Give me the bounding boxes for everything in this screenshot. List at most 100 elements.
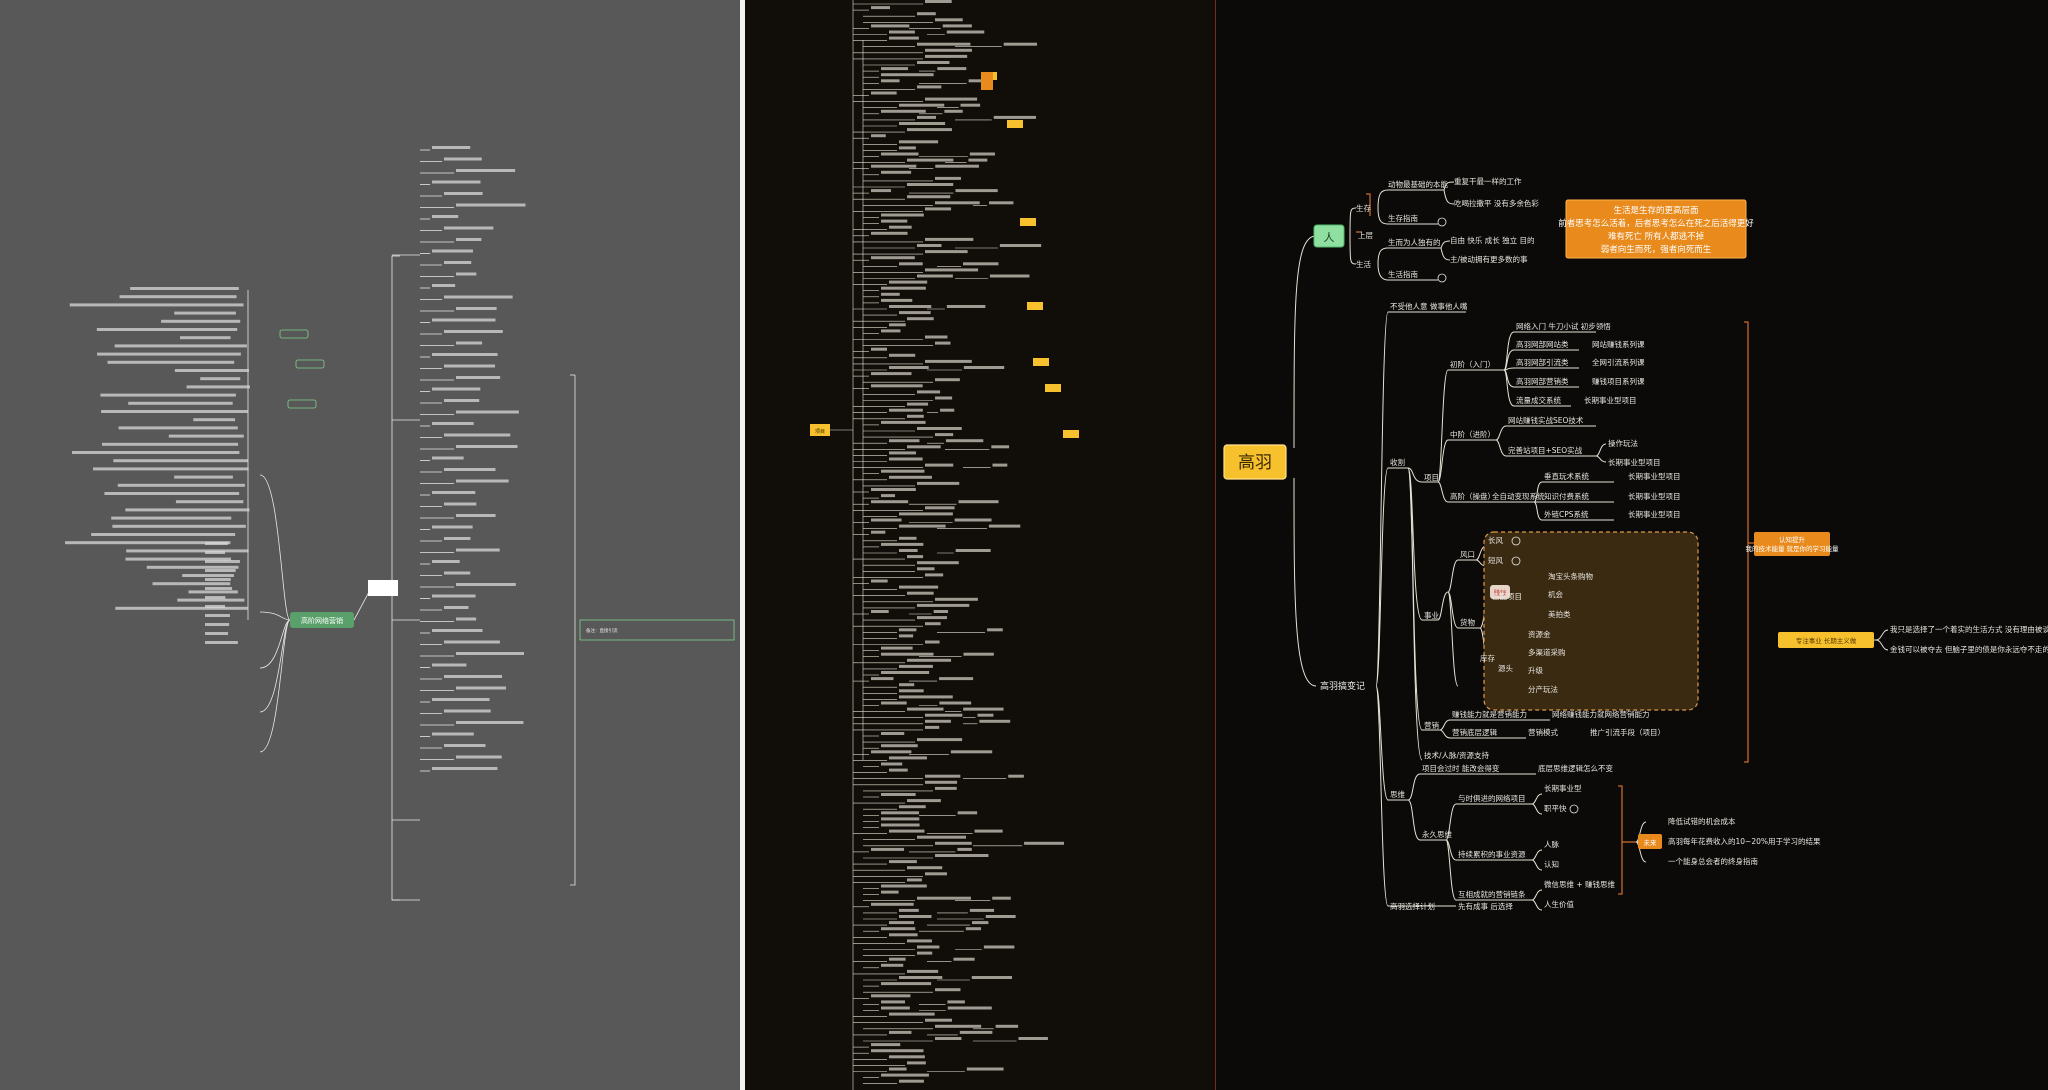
right-mindmap-panel[interactable]: 高羽 人 高羽搞变记 生存 上层 生活 动物最基础的本能 生存指南 重复干最一样… — [1216, 0, 2048, 1090]
mindmap-text-fragment — [950, 750, 993, 754]
mindmap-text-fragment — [881, 732, 905, 735]
plan-node: 高羽选择计划 — [1390, 901, 1435, 911]
future-item: 一个能身总会者的终身指南 — [1668, 856, 1758, 866]
yellow-right-line: 我只是选择了一个着实的生活方式 没有理由被谈 — [1890, 624, 2048, 634]
mindmap-text-fragment — [125, 508, 250, 512]
mindmap-text-fragment — [182, 574, 234, 577]
mindmap-text-fragment — [946, 30, 985, 34]
mindmap-text-fragment — [974, 829, 1003, 833]
mindmap-text-fragment — [205, 578, 231, 581]
mindmap-text-fragment — [881, 1073, 929, 1077]
green-tag — [287, 399, 317, 409]
mindmap-text-fragment — [917, 12, 936, 16]
mindmap-text-fragment — [456, 514, 496, 517]
yellow-left-box[interactable] — [1778, 632, 1874, 648]
mindmap-text-fragment — [114, 344, 247, 348]
mindmap-text-fragment — [205, 641, 238, 644]
mindmap-text-fragment — [899, 524, 946, 528]
mindmap-text-fragment — [899, 146, 916, 150]
stock-leaf: 多渠道采购 — [1528, 647, 1566, 657]
entry-item: 短风 — [1488, 555, 1504, 565]
mindmap-text-fragment — [881, 67, 909, 71]
mindmap-text-fragment — [955, 189, 998, 193]
mindmap-text-fragment — [925, 872, 947, 876]
mindmap-text-fragment — [871, 164, 917, 168]
middle-root-node[interactable] — [810, 424, 830, 436]
mindmap-text-fragment — [983, 945, 1015, 949]
mindmap-text-fragment — [91, 533, 236, 536]
mindmap-text-fragment — [881, 1006, 910, 1010]
mindmap-text-fragment — [925, 725, 940, 729]
panel-separator-line — [1215, 0, 1216, 1090]
mindmap-text-fragment — [456, 341, 483, 345]
middle-yellow-tag — [1007, 120, 1023, 128]
orange-brackets — [1356, 193, 1749, 895]
survival-child: 生存指南 — [1388, 213, 1418, 223]
future-tag[interactable] — [1638, 834, 1662, 849]
mindmap-text-fragment — [871, 530, 886, 534]
survival-node: 生存 — [1356, 203, 1372, 213]
mindmap-text-fragment — [193, 418, 236, 422]
left-central-node[interactable] — [290, 612, 354, 628]
mindmap-text-fragment — [935, 1037, 962, 1040]
mindmap-text-fragment — [881, 469, 925, 473]
marketing-leaf: 网络赚钱能力就网络营销能力 — [1552, 709, 1650, 719]
long-item: 持续累积的事业资源 — [1458, 849, 1526, 859]
middle-yellow-tag — [1045, 384, 1061, 392]
mindmap-text-fragment — [925, 573, 944, 577]
mindmap-text-fragment — [907, 445, 941, 449]
mindmap-text-fragment — [174, 369, 249, 372]
mindmap-text-fragment — [444, 640, 500, 644]
mindmap-text-fragment — [899, 1079, 924, 1083]
mindmap-text-fragment — [881, 79, 900, 83]
mindmap-text-fragment — [907, 878, 922, 882]
mindmap-text-fragment — [444, 744, 486, 747]
mindmap-text-fragment — [889, 829, 925, 833]
mindmap-text-fragment — [432, 318, 496, 322]
long-leaf: 人脉 — [1544, 839, 1560, 849]
mindmap-text-fragment — [963, 652, 994, 656]
mindmap-text-fragment — [871, 610, 889, 613]
primary-leaf: 全网引流系列课 — [1592, 357, 1645, 367]
advanced-node: 高阶（操盘） — [1450, 491, 1495, 501]
mindmap-text-fragment — [935, 433, 954, 437]
mindmap-text-fragment — [881, 884, 927, 888]
person-node-box[interactable] — [1313, 224, 1345, 248]
mindmap-text-fragment — [174, 311, 236, 315]
middle-mindmap-panel[interactable]: 项目 — [745, 0, 1215, 1090]
quote-box[interactable] — [1565, 199, 1747, 259]
green-tag — [279, 329, 309, 339]
left-mindmap-panel[interactable]: 高阶网络营销备注：直接引流 — [0, 0, 740, 1090]
mindmap-text-fragment — [881, 286, 926, 290]
mindmap-text-fragment — [432, 629, 483, 632]
mindmap-text-fragment — [960, 103, 981, 107]
mindmap-text-fragment — [959, 1030, 993, 1034]
central-node-box[interactable] — [1223, 444, 1287, 480]
mindmap-text-fragment — [957, 811, 978, 815]
quote-line: 难有死亡 所有人都逃不掉 — [1608, 231, 1705, 242]
mindmap-text-fragment — [935, 988, 961, 992]
moneybox-tag[interactable] — [1490, 585, 1510, 599]
mindmap-text-fragment — [871, 1049, 924, 1053]
mindmap-text-fragment — [995, 1024, 1019, 1028]
bracket-note-box[interactable] — [1754, 532, 1830, 556]
mindmap-text-fragment — [992, 896, 1011, 900]
middle-connectors — [830, 0, 1023, 1090]
mindmap-text-fragment — [971, 976, 1013, 979]
mindmap-text-fragment — [118, 426, 238, 430]
mindmap-text-fragment — [907, 799, 941, 803]
mindmap-text-fragment — [205, 632, 229, 635]
panel-divider[interactable] — [740, 0, 745, 1090]
mindmap-text-fragment — [985, 915, 1016, 918]
mindmap-text-fragment — [444, 226, 494, 230]
mindmap-text-fragment — [957, 847, 972, 851]
mindmap-text-fragment — [456, 755, 502, 759]
yellow-left-label: 专注事业 长期主义做 — [1796, 636, 1857, 645]
mindmap-text-fragment — [925, 713, 963, 717]
tech-node: 技术/人脉/资源支持 — [1424, 750, 1490, 760]
mindmap-text-fragment — [907, 158, 954, 162]
middle-yellow-tag — [1063, 430, 1079, 438]
project-node: 项目 — [1424, 473, 1439, 482]
mindmap-text-fragment — [456, 238, 482, 241]
mindmap-text-fragment — [889, 957, 906, 961]
